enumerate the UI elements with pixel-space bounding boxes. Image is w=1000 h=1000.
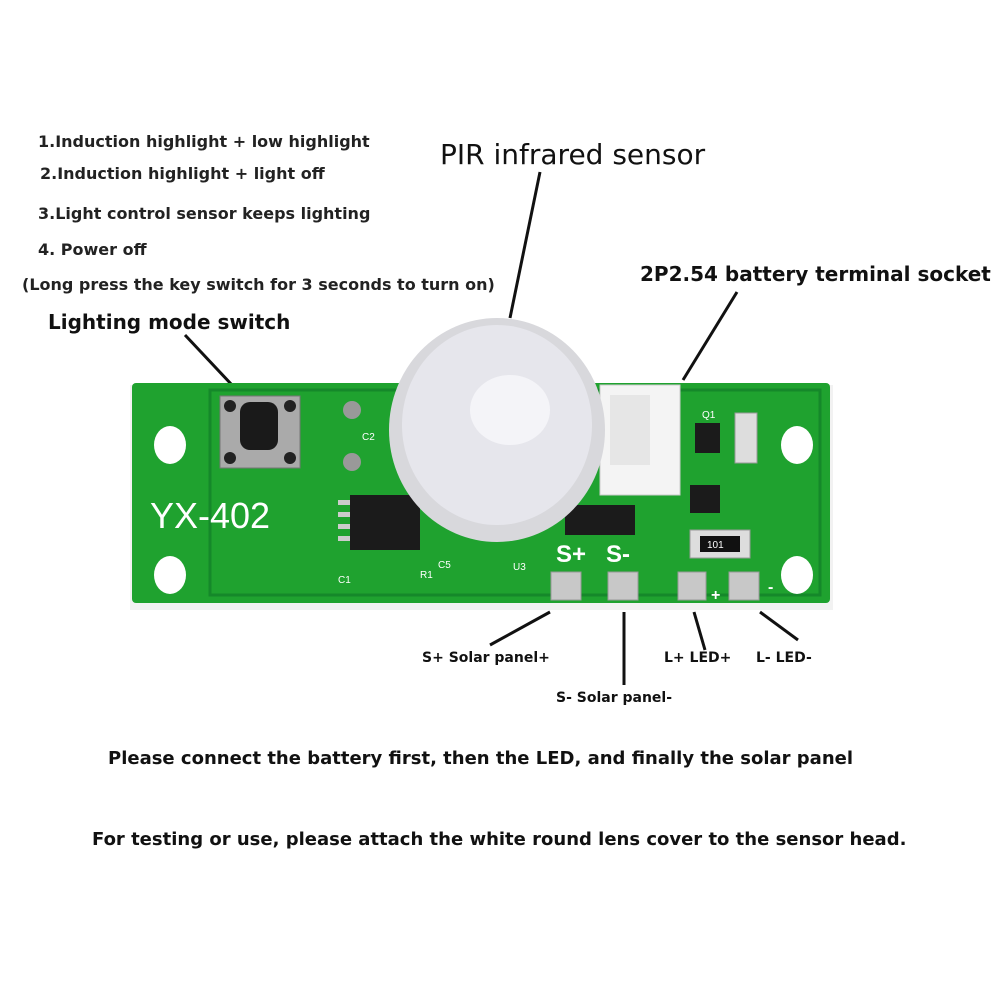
socket-leader bbox=[681, 291, 739, 381]
lens-note: For testing or use, please attach the wh… bbox=[92, 829, 907, 850]
silk-plus: + bbox=[711, 587, 720, 604]
s-plus-leader bbox=[489, 610, 551, 647]
tact-switch[interactable] bbox=[219, 395, 301, 469]
switch-callout: Lighting mode switch bbox=[48, 310, 291, 334]
leader-lines bbox=[183, 171, 799, 685]
wiring-order-note: Please connect the battery first, then t… bbox=[108, 748, 854, 769]
mode-hint: (Long press the key switch for 3 seconds… bbox=[22, 275, 495, 294]
pir-callout: PIR infrared sensor bbox=[440, 138, 706, 171]
socket-callout: 2P2.54 battery terminal socket bbox=[640, 262, 991, 286]
l-plus-callout: L+ LED+ bbox=[664, 650, 732, 666]
mounting-holes bbox=[154, 426, 813, 594]
silk-q1: Q1 bbox=[702, 410, 716, 421]
mode-4: 4. Power off bbox=[38, 240, 147, 259]
silk-s-minus: S- bbox=[606, 541, 630, 568]
mode-2: 2.Induction highlight + light off bbox=[40, 164, 325, 183]
silk-r1: R1 bbox=[420, 570, 433, 581]
l-minus-callout: L- LED- bbox=[756, 650, 812, 666]
l-minus-leader bbox=[759, 610, 799, 642]
silk-minus: - bbox=[768, 579, 773, 596]
silk-resistor: 101 bbox=[707, 540, 724, 551]
mode-3: 3.Light control sensor keeps lighting bbox=[38, 204, 371, 223]
silk-c2: C2 bbox=[362, 432, 375, 443]
board-model: YX-402 bbox=[150, 495, 270, 536]
solder-pads bbox=[550, 571, 760, 601]
silk-c5: C5 bbox=[438, 560, 451, 571]
mode-1: 1.Induction highlight + low highlight bbox=[38, 132, 370, 151]
switch-leader bbox=[183, 333, 234, 387]
s-minus-callout: S- Solar panel- bbox=[556, 690, 673, 706]
pir-leader bbox=[508, 171, 542, 319]
silk-u3: U3 bbox=[513, 562, 526, 573]
ic-chip bbox=[350, 495, 420, 550]
l-plus-leader bbox=[692, 611, 707, 651]
s-plus-callout: S+ Solar panel+ bbox=[422, 650, 550, 666]
silk-c1: C1 bbox=[338, 575, 351, 586]
silk-s-plus: S+ bbox=[556, 541, 586, 568]
